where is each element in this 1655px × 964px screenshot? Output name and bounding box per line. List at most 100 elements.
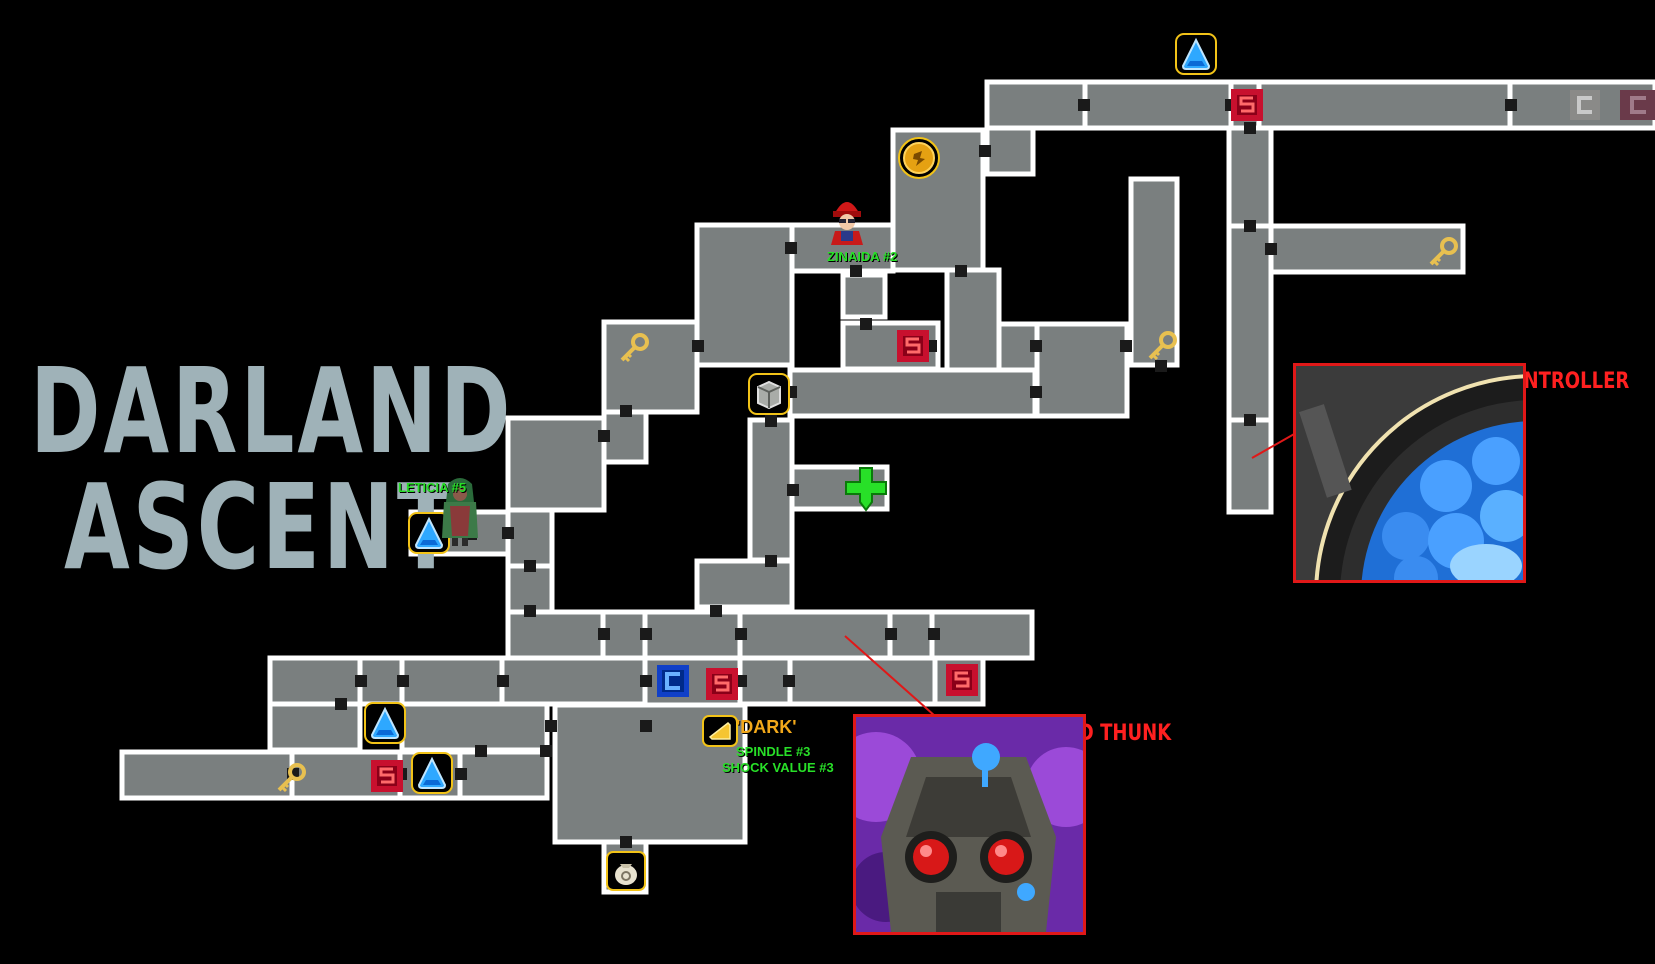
- door: [783, 675, 795, 687]
- door: [335, 698, 347, 710]
- upgrade-detail-spindle: SPINDLE #3: [736, 744, 811, 759]
- item-bag-icon[interactable]: [606, 851, 646, 891]
- boss-11-portrait[interactable]: [853, 714, 1086, 935]
- unexplored-checkpoint-icon: [1572, 92, 1598, 118]
- boss-11-pointer: [844, 635, 936, 717]
- door: [765, 555, 777, 567]
- door: [620, 836, 632, 848]
- entrance-arrow-icon[interactable]: [843, 466, 889, 512]
- unexplored-room: [1570, 90, 1600, 120]
- door: [497, 675, 509, 687]
- boss-12-portrait[interactable]: [1293, 363, 1526, 583]
- area-title-line2: ASCENT: [64, 458, 458, 596]
- map-room: [1226, 125, 1274, 229]
- save-station-icon[interactable]: [371, 760, 403, 792]
- map-room: [399, 701, 550, 753]
- door: [1505, 99, 1517, 111]
- door: [710, 605, 722, 617]
- map-room: [984, 125, 1036, 177]
- key-icon[interactable]: [616, 332, 650, 366]
- door: [979, 145, 991, 157]
- map-room: [457, 749, 550, 801]
- map-room: [267, 655, 363, 707]
- door: [640, 675, 652, 687]
- map-room: [944, 267, 1002, 375]
- npc-label-zinaida: ZINAIDA #2: [827, 249, 898, 264]
- leticia-npc-icon[interactable]: [440, 476, 480, 548]
- door: [502, 527, 514, 539]
- door: [540, 745, 552, 757]
- door: [475, 745, 487, 757]
- door: [928, 628, 940, 640]
- door: [955, 265, 967, 277]
- door: [1244, 414, 1256, 426]
- save-station-icon[interactable]: [1231, 89, 1263, 121]
- map-room: [499, 655, 648, 707]
- blue-potion-icon[interactable]: [411, 752, 453, 794]
- door: [355, 675, 367, 687]
- map-room: [840, 272, 888, 320]
- npc-label-leticia: LETICIA #5: [398, 480, 467, 495]
- map-room: [505, 415, 607, 513]
- boss-12-pointer: [1251, 432, 1297, 459]
- door: [860, 318, 872, 330]
- area-title-line1: DARLAND: [30, 342, 514, 480]
- omega-controller-portrait-art: [1296, 366, 1523, 580]
- upgrade-name: 'DARK': [736, 717, 797, 737]
- door: [1078, 99, 1090, 111]
- blue-potion-icon[interactable]: [1175, 33, 1217, 75]
- door: [397, 675, 409, 687]
- map-room: [1082, 79, 1234, 131]
- door: [545, 720, 557, 732]
- door: [640, 628, 652, 640]
- door: [1120, 340, 1132, 352]
- boss-pointer-lines: [844, 432, 1297, 717]
- map-room: [601, 319, 700, 415]
- map-room: [929, 609, 1035, 661]
- map-room: [1034, 321, 1130, 419]
- door: [692, 340, 704, 352]
- map-room: [1256, 79, 1513, 131]
- key-icon[interactable]: [273, 762, 307, 796]
- map-room: [984, 79, 1088, 131]
- map-room: [267, 701, 363, 753]
- blue-potion-icon[interactable]: [364, 702, 406, 744]
- unexplored-save-icon: [1624, 92, 1652, 118]
- save-station-icon[interactable]: [897, 330, 929, 362]
- map-room: [601, 409, 649, 465]
- door: [1244, 122, 1256, 134]
- door: [765, 415, 777, 427]
- key-icon[interactable]: [1144, 330, 1178, 364]
- door: [787, 484, 799, 496]
- map-room: [642, 609, 743, 661]
- map-room: [1268, 223, 1466, 275]
- map-room: [787, 367, 1038, 419]
- door: [598, 628, 610, 640]
- door: [524, 605, 536, 617]
- scroll-item-icon[interactable]: [702, 715, 738, 747]
- map-room: [119, 749, 295, 801]
- door: [885, 628, 897, 640]
- door: [620, 405, 632, 417]
- crate-icon[interactable]: [748, 373, 790, 415]
- checkpoint-icon[interactable]: [657, 665, 689, 697]
- map-room: [505, 609, 606, 661]
- map-room: [694, 558, 795, 610]
- save-station-icon[interactable]: [706, 668, 738, 700]
- upgrade-detail-shock: SHOCK VALUE #3: [722, 760, 834, 775]
- key-icon[interactable]: [1425, 236, 1459, 270]
- door: [524, 560, 536, 572]
- gold-coin-icon[interactable]: [897, 136, 941, 180]
- door: [455, 768, 467, 780]
- door: [735, 675, 747, 687]
- door: [1155, 360, 1167, 372]
- zinaida-npc-icon[interactable]: [827, 195, 867, 247]
- door: [735, 628, 747, 640]
- map-room: [1226, 417, 1274, 515]
- map-room: [505, 507, 555, 569]
- unexplored-room: [1620, 90, 1655, 120]
- save-station-icon[interactable]: [946, 664, 978, 696]
- door: [640, 720, 652, 732]
- door: [1244, 220, 1256, 232]
